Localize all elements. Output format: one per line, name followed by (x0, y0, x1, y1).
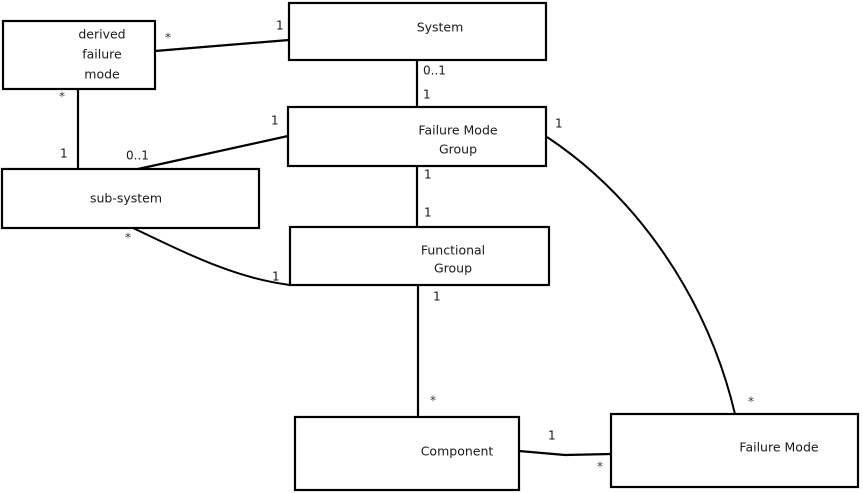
class-name-label-line2: Group (439, 142, 477, 157)
association-component-failure-mode[interactable]: 1 * (518, 429, 612, 474)
association-line[interactable] (154, 38, 290, 53)
class-box[interactable] (286, 105, 548, 168)
association-sub-system-failure-mode-group[interactable]: 0..1 1 (126, 114, 289, 171)
association-functional-group-component[interactable]: 1 * (416, 285, 441, 417)
class-box[interactable] (288, 225, 551, 287)
class-node-derived-failure-mode[interactable]: derived failure mode (1, 19, 157, 91)
multiplicity-target: 1 (272, 270, 280, 284)
association-curve[interactable] (132, 227, 291, 286)
class-node-failure-mode-group[interactable]: Failure Mode Group (286, 105, 548, 168)
multiplicity-target: 1 (424, 206, 432, 220)
multiplicity-source: 1 (555, 117, 563, 131)
class-box[interactable] (609, 412, 860, 489)
class-name-label: Component (421, 444, 494, 459)
association-system-failure-mode-group[interactable]: 0..1 1 (415, 60, 446, 107)
class-name-label-line3: mode (84, 67, 120, 82)
multiplicity-target: * (597, 460, 603, 474)
class-name-label-line2: Group (434, 261, 472, 276)
multiplicity-source: 0..1 (126, 149, 149, 163)
class-name-label: Functional (421, 243, 485, 258)
class-node-failure-mode[interactable]: Failure Mode (609, 412, 860, 489)
class-name-label: System (417, 20, 464, 35)
association-curve[interactable] (546, 136, 736, 415)
class-node-system[interactable]: System (287, 1, 548, 62)
association-failure-mode-group-failure-mode[interactable]: 1 * (546, 117, 754, 415)
multiplicity-target: 1 (60, 147, 68, 161)
association-sub-system-functional-group[interactable]: * 1 (125, 227, 291, 286)
associations-layer: * 1 0..1 1 * 1 0..1 1 1 1 (59, 19, 754, 474)
class-box[interactable] (287, 1, 548, 62)
multiplicity-source: * (125, 231, 131, 245)
class-box[interactable] (293, 415, 521, 492)
class-name-label: sub-system (90, 191, 162, 206)
association-line[interactable] (137, 134, 289, 171)
class-name-label-line2: failure (82, 47, 122, 62)
class-box[interactable] (0, 167, 261, 230)
class-node-sub-system[interactable]: sub-system (0, 167, 261, 230)
multiplicity-source: * (59, 90, 65, 104)
class-name-label: Failure Mode (418, 123, 497, 138)
class-node-functional-group[interactable]: Functional Group (288, 225, 551, 287)
class-name-label: derived (78, 27, 125, 42)
association-line[interactable] (518, 449, 612, 457)
multiplicity-source: 0..1 (423, 64, 446, 78)
association-failure-mode-group-functional-group[interactable]: 1 1 (415, 166, 432, 227)
association-derived-failure-mode-sub-system[interactable]: * 1 (59, 89, 80, 169)
multiplicity-target: 1 (423, 88, 431, 102)
multiplicity-target: 1 (271, 114, 279, 128)
association-derived-failure-mode-system[interactable]: * 1 (154, 19, 290, 53)
class-name-label: Failure Mode (739, 440, 818, 455)
multiplicity-source: 1 (548, 429, 556, 443)
multiplicity-source: 1 (424, 168, 432, 182)
class-node-component[interactable]: Component (293, 415, 521, 492)
multiplicity-target: 1 (276, 19, 284, 33)
multiplicity-target: * (430, 394, 436, 408)
multiplicity-source: * (165, 31, 171, 45)
multiplicity-target: * (748, 395, 754, 409)
multiplicity-source: 1 (433, 290, 441, 304)
class-box[interactable] (1, 19, 157, 91)
